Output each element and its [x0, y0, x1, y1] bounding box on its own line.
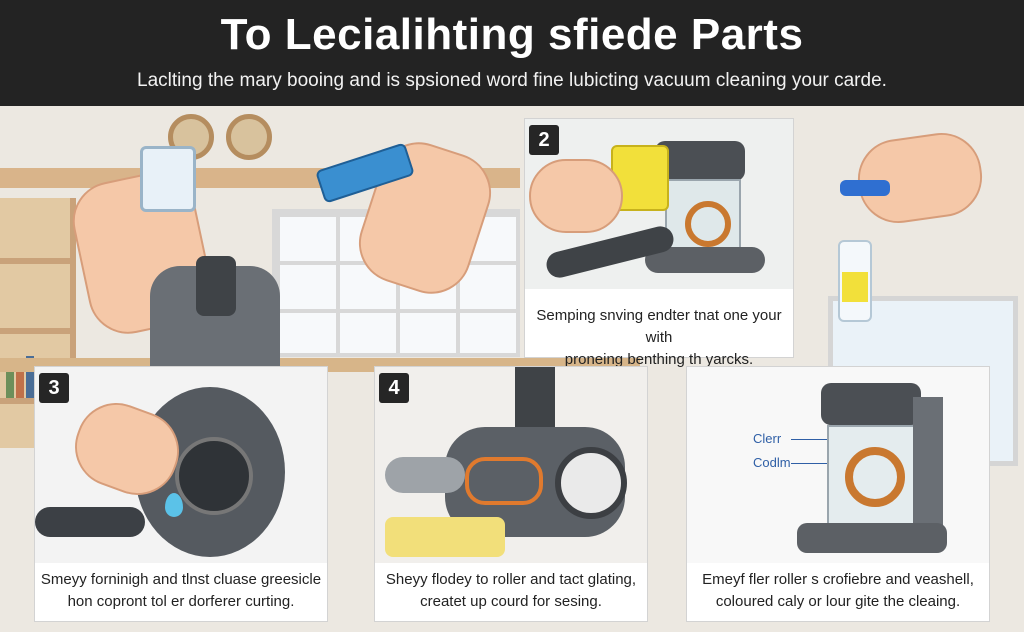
vacuum-handle-icon [196, 256, 236, 316]
oil-drop-icon [165, 493, 183, 517]
belt-icon [465, 457, 543, 505]
hand-icon [529, 159, 623, 233]
final-illustration: Clerr Codlm [687, 367, 989, 563]
dropper-cap-icon [840, 180, 890, 196]
wall-plate-icon [226, 114, 272, 160]
step-panel-3: 3 Smeyy forninigh and tlnst cluase grees… [34, 366, 328, 622]
vacuum-cap-icon [655, 141, 745, 181]
step-number-badge: 4 [379, 373, 409, 403]
lubricant-can-icon [140, 146, 196, 212]
cloth-icon [385, 517, 505, 557]
step-panel-4: 4 Sheyy flodey to roller and tact glatin… [374, 366, 648, 622]
step-number-badge: 3 [39, 373, 69, 403]
step-2-caption: Semping snving endter tnat one your with… [536, 307, 782, 368]
roller-housing-icon [175, 437, 253, 515]
callout-label: Clerr [753, 431, 782, 446]
callout-line [791, 463, 827, 464]
dust-bin-icon [827, 425, 919, 529]
vacuum-handle-icon [913, 397, 943, 547]
step-panel-2: 2 Semping snving endter tnat one your wi… [524, 118, 794, 368]
vacuum-head-icon [445, 427, 627, 537]
vacuum-cap-icon [821, 383, 921, 425]
oil-bottle-icon [838, 240, 872, 322]
step-3-caption: Smeyy forninigh and tlnst cluase greesic… [40, 571, 322, 610]
page-title: To Lecialihting sfiede Parts [220, 10, 804, 59]
nozzle-icon [385, 457, 465, 493]
step-3-illustration [35, 367, 327, 563]
roller-icon [555, 447, 627, 519]
callout-label: Codlm [753, 455, 791, 470]
step-panel-final: Clerr Codlm Emeyf fler roller s crofiebr… [686, 366, 990, 622]
vacuum-base-icon [797, 523, 947, 553]
book [16, 364, 24, 398]
dust-bin-icon [665, 179, 741, 253]
hose-icon [35, 507, 145, 537]
page-subtitle: Laclting the mary booing and is spsioned… [137, 70, 887, 91]
book [6, 358, 14, 398]
callout-line [791, 439, 827, 440]
step-4-illustration [375, 367, 647, 563]
roller-icon [845, 447, 905, 507]
book [26, 356, 34, 398]
step-number-badge: 2 [529, 125, 559, 155]
step-4-caption: Sheyy flodey to roller and tact glating,… [385, 571, 637, 610]
final-caption: Emeyf fler roller s crofiebre and veashe… [702, 571, 974, 610]
step-2-illustration [525, 119, 793, 289]
hand-icon [852, 127, 988, 229]
header-banner: To Lecialihting sfiede Parts Laclting th… [0, 0, 1024, 106]
roller-icon [685, 201, 731, 247]
